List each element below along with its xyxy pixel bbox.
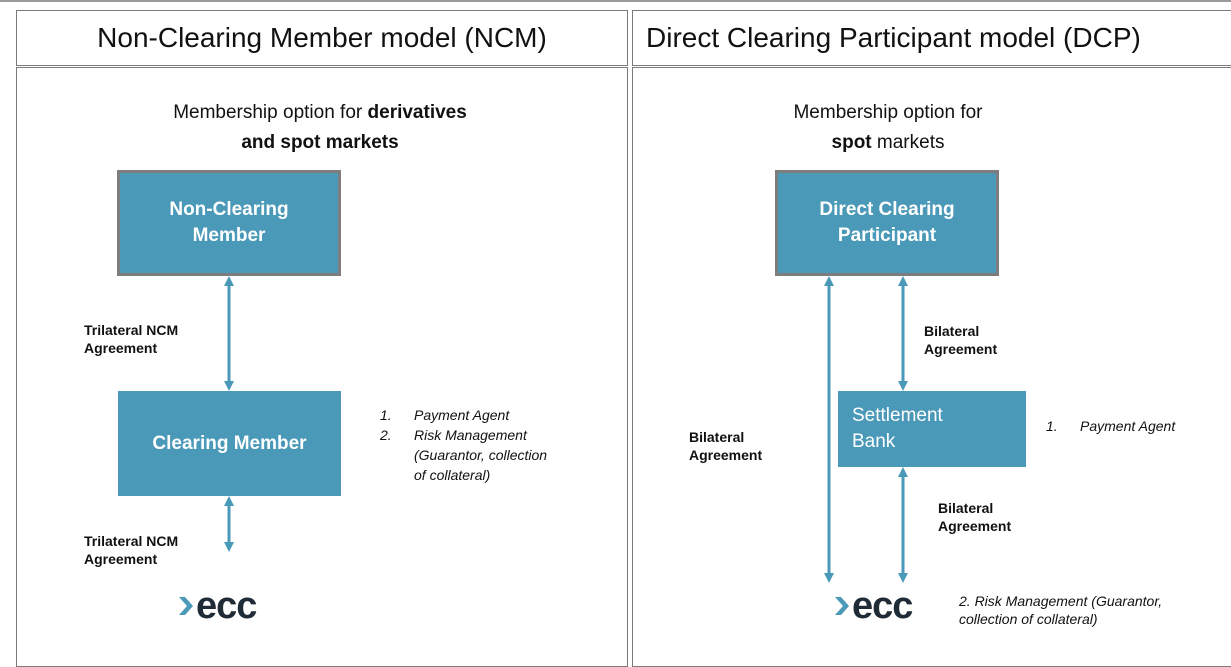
right-note-text-1: Payment Agent: [1080, 418, 1176, 434]
right-intro-bold-spot: spot: [831, 132, 872, 153]
right-intro-line1: Membership option for: [793, 102, 983, 123]
clearing-member-box: Clearing Member: [118, 391, 341, 496]
top-strip: [0, 0, 1231, 2]
note-text-2: Risk Management (Guarantor, collection o…: [414, 427, 548, 483]
left-header-frame: [16, 10, 628, 66]
ecc-logo-text-left: ecc: [196, 585, 257, 627]
trilateral-agreement-bottom-label: Trilateral NCM Agreement: [84, 533, 179, 567]
ecc-logo-text-right: ecc: [852, 585, 913, 627]
left-panel-title: Non-Clearing Member model (NCM): [97, 22, 547, 53]
ecc-logo-left: ecc: [176, 585, 257, 627]
direct-clearing-participant-box: Direct Clearing Participant: [775, 170, 999, 276]
note-risk-management: 2. Risk Management (Guarantor, collectio…: [380, 425, 547, 485]
note-num-2: 2.: [380, 427, 392, 443]
right-panel-title: Direct Clearing Participant model (DCP): [646, 22, 1141, 53]
chevron-right-icon: [835, 597, 849, 615]
left-intro-prefix: Membership option for: [173, 102, 368, 123]
left-intro-bold-spot: and spot markets: [241, 132, 399, 153]
right-intro-rest: markets: [871, 132, 945, 153]
bilateral-agreement-lower-label: Bilateral Agreement: [938, 500, 1012, 534]
note-text-1: Payment Agent: [414, 407, 510, 423]
left-notes: 1. Payment Agent 2. Risk Management (Gua…: [380, 405, 547, 485]
right-header-frame: [632, 10, 1231, 66]
left-intro: Membership option for derivatives and sp…: [80, 98, 560, 158]
bilateral-agreement-left-label: Bilateral Agreement: [689, 429, 763, 463]
chevron-right-icon: [179, 597, 193, 615]
left-intro-bold-derivatives: derivatives: [367, 102, 467, 123]
right-intro: Membership option for spot markets: [740, 98, 1036, 158]
right-note-risk-management: 2. Risk Management (Guarantor, collectio…: [959, 593, 1163, 627]
right-note-num-1: 1.: [1046, 418, 1058, 434]
ecc-logo-right: ecc: [832, 585, 913, 627]
note-num-1: 1.: [380, 407, 392, 423]
trilateral-agreement-top-label: Trilateral NCM Agreement: [84, 322, 179, 356]
bilateral-agreement-upper-label: Bilateral Agreement: [924, 323, 998, 357]
note-payment-agent: 1. Payment Agent: [380, 405, 547, 425]
settlement-bank-box: Settlement Bank: [838, 391, 1026, 467]
right-note-payment: 1. Payment Agent: [1046, 416, 1175, 436]
non-clearing-member-box: Non-Clearing Member: [117, 170, 341, 276]
